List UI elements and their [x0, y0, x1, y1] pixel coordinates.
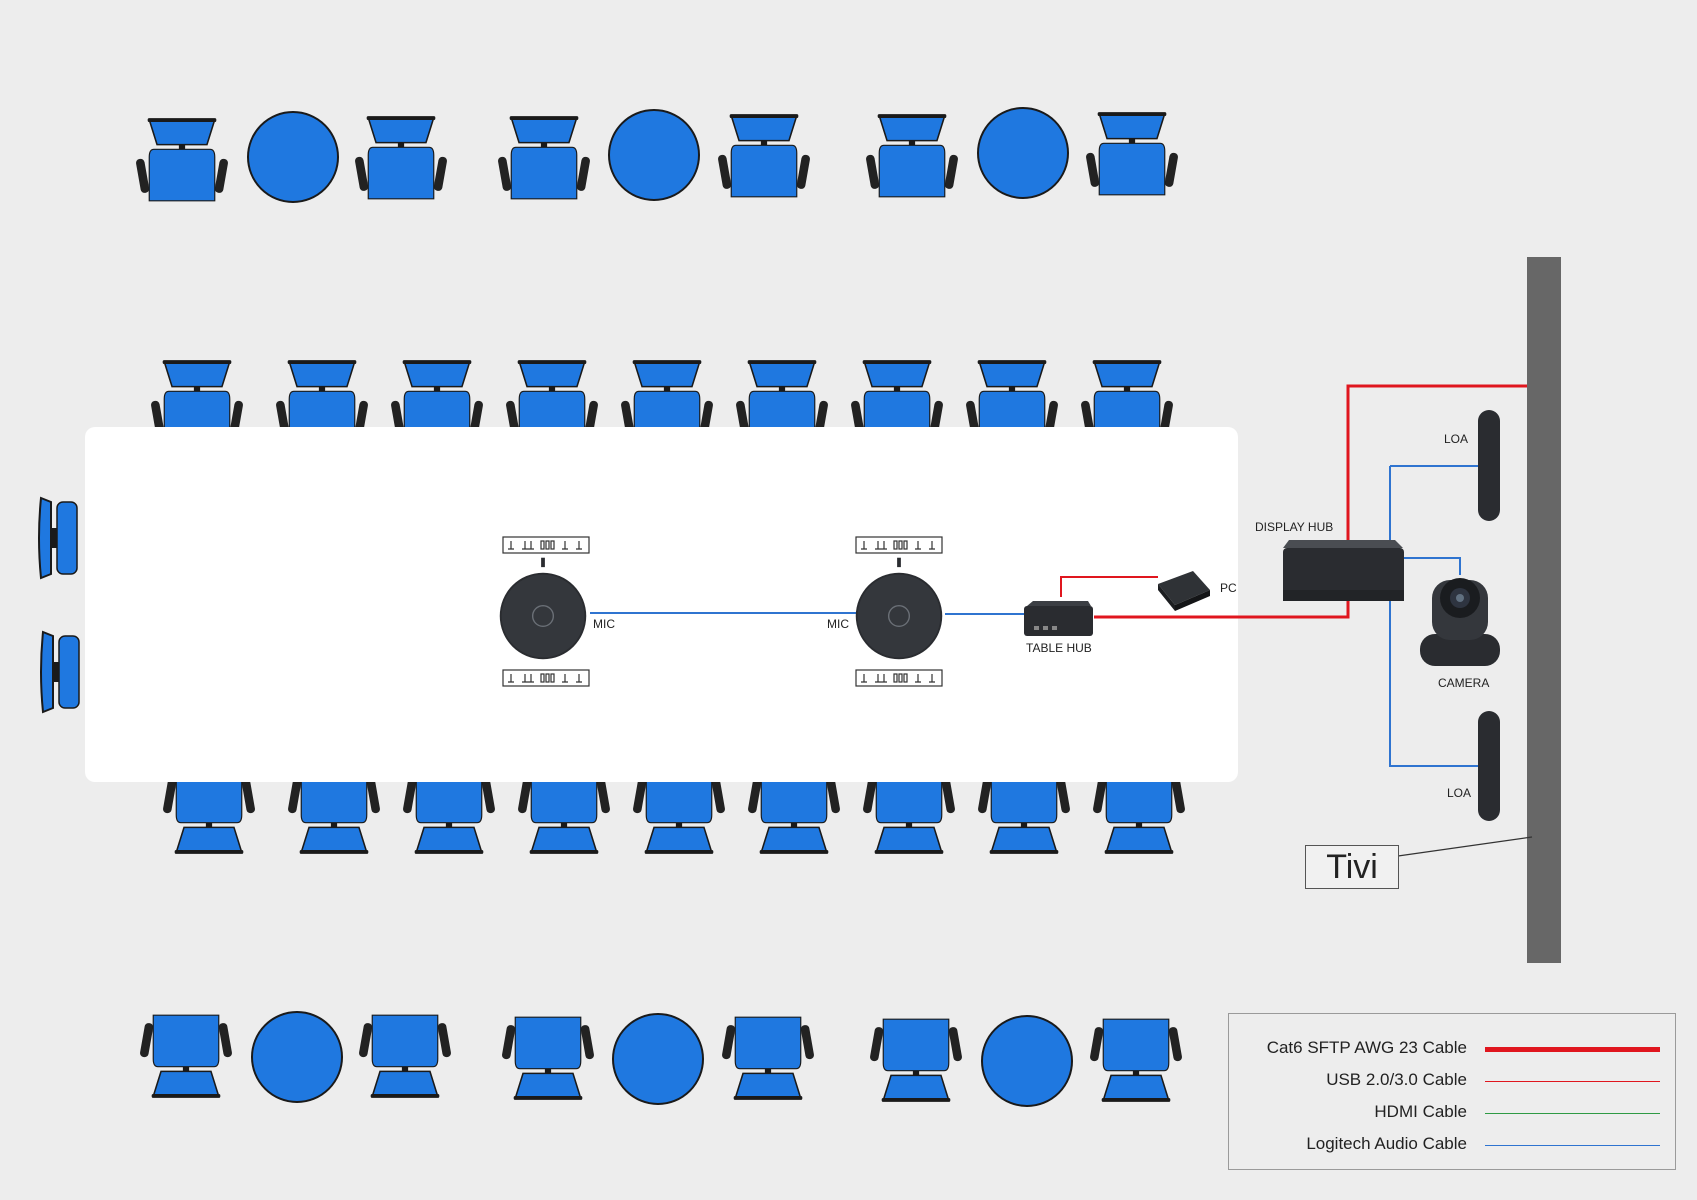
chair	[138, 1014, 234, 1099]
chair	[37, 496, 79, 580]
chair	[716, 113, 812, 198]
chair	[1088, 1018, 1184, 1103]
mic-left: MIC	[499, 536, 615, 687]
chair	[39, 630, 81, 714]
cat6-cable	[1346, 384, 1530, 540]
chair	[720, 1016, 816, 1101]
speaker-bottom: LOA	[1447, 711, 1500, 821]
chair	[286, 770, 382, 855]
legend-label: Logitech Audio Cable	[1306, 1134, 1467, 1153]
round-table	[612, 1013, 704, 1105]
pc-label: PC	[1220, 581, 1237, 595]
legend-item-hdmi: HDMI Cable	[1229, 1098, 1675, 1128]
legend-swatch	[1485, 1047, 1660, 1052]
speaker-bar	[1478, 410, 1500, 521]
legend-label: HDMI Cable	[1374, 1102, 1467, 1121]
top-seating-row	[134, 107, 1180, 203]
bottom-seating-row	[138, 1011, 1184, 1107]
camera: CAMERA	[1420, 578, 1500, 690]
table-bottom-chairs	[161, 770, 1187, 855]
mic-control-strip	[855, 536, 943, 554]
chair	[631, 770, 727, 855]
chair	[353, 115, 449, 200]
round-table	[608, 109, 700, 201]
tv-wall	[1527, 257, 1561, 963]
camera-label: CAMERA	[1438, 676, 1489, 690]
mic-control-strip	[502, 669, 590, 687]
legend-item-usb: USB 2.0/3.0 Cable	[1229, 1066, 1675, 1096]
speaker-top: LOA	[1444, 410, 1500, 521]
pc: PC	[1158, 571, 1237, 611]
display-hub-box	[1283, 548, 1404, 601]
round-table	[247, 111, 339, 203]
mic-control-strip	[502, 536, 590, 554]
legend-swatch	[1485, 1113, 1660, 1114]
chair	[868, 1018, 964, 1103]
chair	[496, 115, 592, 200]
pc-box	[1158, 571, 1210, 605]
chair	[976, 770, 1072, 855]
chair	[516, 770, 612, 855]
cable-legend: Cat6 SFTP AWG 23 Cable USB 2.0/3.0 Cable…	[1228, 1013, 1676, 1170]
speaker-top-label: LOA	[1444, 432, 1468, 446]
round-table	[977, 107, 1069, 199]
chair	[1084, 111, 1180, 196]
mic-left-label: MIC	[593, 617, 615, 631]
mic-right: MIC	[827, 536, 943, 687]
legend-label: Cat6 SFTP AWG 23 Cable	[1266, 1038, 1467, 1057]
legend-item-cat6: Cat6 SFTP AWG 23 Cable	[1229, 1034, 1675, 1064]
chair	[864, 113, 960, 198]
chair	[1091, 770, 1187, 855]
chair	[161, 770, 257, 855]
display-hub-label: DISPLAY HUB	[1255, 520, 1333, 534]
speaker-bottom-label: LOA	[1447, 786, 1471, 800]
table-hub-box	[1024, 606, 1093, 636]
audio-cable	[1400, 557, 1461, 575]
table-hub: TABLE HUB	[1024, 601, 1093, 655]
chair	[134, 117, 230, 202]
chair	[500, 1016, 596, 1101]
legend-swatch	[1485, 1145, 1660, 1146]
tv-label: Tivi	[1305, 845, 1399, 889]
round-table	[981, 1015, 1073, 1107]
legend-swatch	[1485, 1081, 1660, 1082]
legend-label: USB 2.0/3.0 Cable	[1326, 1070, 1467, 1089]
head-chairs	[37, 496, 81, 714]
conference-table	[85, 427, 1238, 782]
chair	[746, 770, 842, 855]
round-table	[251, 1011, 343, 1103]
legend-item-audio: Logitech Audio Cable	[1229, 1130, 1675, 1160]
chair	[401, 770, 497, 855]
usb-cable	[1060, 576, 1158, 597]
tv-pointer-line	[1397, 836, 1533, 857]
camera-base	[1420, 634, 1500, 666]
speaker-bar	[1478, 711, 1500, 821]
mic-control-strip	[855, 669, 943, 687]
mic-right-label: MIC	[827, 617, 849, 631]
chair	[861, 770, 957, 855]
display-hub: DISPLAY HUB	[1255, 520, 1404, 601]
table-hub-label: TABLE HUB	[1026, 641, 1092, 655]
chair	[357, 1014, 453, 1099]
